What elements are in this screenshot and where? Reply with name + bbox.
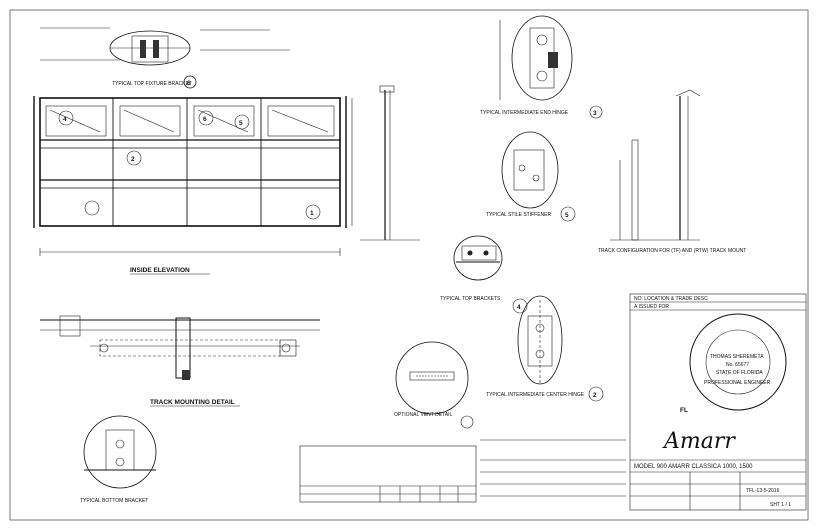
model-line: MODEL 900 AMARR CLASSICA 1000, 1500 <box>634 464 753 470</box>
seal-state-abbr: FL <box>680 407 688 414</box>
callout-2: 2 <box>593 392 597 399</box>
bottom-bracket-detail: TYPICAL BOTTOM BRACKET <box>80 415 157 504</box>
amarr-logo: Amarr <box>662 429 736 454</box>
sheet-border <box>9 9 809 521</box>
general-notes <box>480 439 626 497</box>
revision-row: A ISSUED FOR <box>634 304 669 310</box>
center-hinge-title: TYPICAL INTERMEDIATE CENTER HINGE <box>486 392 585 398</box>
seal-license: No. 65677 <box>726 362 749 368</box>
inside-elevation: 4 6 5 2 1 INSIDE ELEVATION <box>33 96 353 275</box>
jamb-section <box>360 85 420 241</box>
elevation-title: INSIDE ELEVATION <box>130 267 190 274</box>
callout-3: 3 <box>593 110 597 117</box>
track-detail-title: TRACK MOUNTING DETAIL <box>150 399 235 406</box>
revision-header: NO. LOCATION & TRADE DESC <box>634 296 708 302</box>
stile-stiffener-title: TYPICAL STILE STIFFENER <box>486 212 551 218</box>
bottom-bracket-title: TYPICAL BOTTOM BRACKET <box>80 498 148 504</box>
vent-detail-title: OPTIONAL VENT DETAIL <box>394 412 452 418</box>
callout-2-elevation: 2 <box>131 156 135 163</box>
panel-number-5: 5 <box>239 120 243 127</box>
wind-load-table <box>299 445 477 503</box>
intermediate-end-hinge-detail: 3 TYPICAL INTERMEDIATE END HINGE <box>480 15 603 119</box>
callout-6: 6 <box>187 80 191 87</box>
track-config-title: TRACK CONFIGURATION FOR (TF) AND (RTW) T… <box>598 248 746 254</box>
track-mounting-detail: TRACK MOUNTING DETAIL <box>40 315 320 407</box>
callout-5: 5 <box>565 212 569 219</box>
title-block: NO. LOCATION & TRADE DESC A ISSUED FOR T… <box>629 293 807 511</box>
intermediate-center-hinge-detail: 2 TYPICAL INTERMEDIATE CENTER HINGE <box>486 295 604 402</box>
callout-4: 4 <box>517 304 521 311</box>
seal-state: STATE OF FLORIDA <box>716 370 763 376</box>
end-hinge-title: TYPICAL INTERMEDIATE END HINGE <box>480 110 569 116</box>
panel-number-6: 6 <box>203 116 207 123</box>
top-brackets-title: TYPICAL TOP BRACKETS <box>440 296 501 302</box>
top-fixture-title: TYPICAL TOP FIXTURE BRACKET <box>112 81 192 87</box>
callout-1: 1 <box>310 210 314 217</box>
drawing-number: TFL-13-5-2016 <box>746 488 780 494</box>
top-brackets-detail: 4 TYPICAL TOP BRACKETS <box>440 235 528 314</box>
top-fixture-bracket-detail: 6 TYPICAL TOP FIXTURE BRACKET <box>40 27 290 89</box>
sheet-number: SHT 1 / 1 <box>770 502 791 508</box>
track-configuration: TRACK CONFIGURATION FOR (TF) AND (RTW) T… <box>598 89 746 254</box>
panel-number-4: 4 <box>63 116 67 123</box>
seal-name: THOMAS SHEREMETA <box>710 354 764 360</box>
optional-vent-detail: OPTIONAL VENT DETAIL <box>394 341 474 429</box>
seal-profession: PROFESSIONAL ENGINEER <box>704 380 771 386</box>
stile-stiffener-detail: 5 TYPICAL STILE STIFFENER <box>486 131 576 222</box>
